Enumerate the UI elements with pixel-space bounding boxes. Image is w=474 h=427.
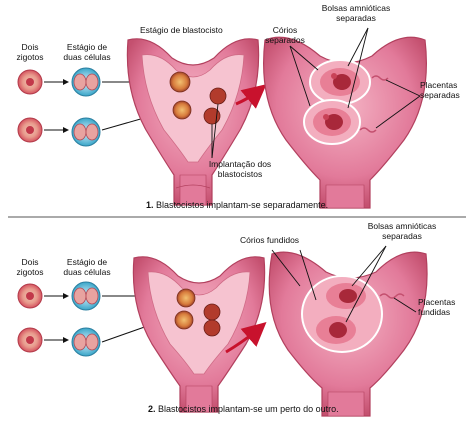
label-chorion-fused: Córios fundidos — [240, 235, 300, 245]
two-cell-embryo-bottom-1 — [71, 281, 101, 311]
placenta-top-1 — [371, 75, 389, 81]
caption-1: 1. Blastocistos implantam-se separadamen… — [146, 200, 329, 210]
pointer-amnion-3 — [351, 245, 387, 287]
pointer-placenta-1 — [385, 79, 421, 97]
zygote-top-1 — [17, 69, 43, 95]
progress-arrow-top — [235, 84, 267, 109]
blastocyst-bottom-2 — [174, 310, 194, 330]
chorion-top-2 — [303, 99, 361, 145]
blastocyst-top-2 — [172, 100, 192, 120]
chorion-top-1 — [309, 59, 371, 105]
progress-arrow-bottom — [225, 322, 267, 354]
fused-chorion — [301, 275, 383, 353]
pointer-fused-chorion-2 — [299, 249, 317, 301]
blastocyst-bottom-1 — [176, 288, 196, 308]
pointer-chorion-1 — [289, 45, 319, 71]
pointer-placenta-2 — [375, 95, 421, 129]
uterus-blastocyst-top — [126, 38, 260, 206]
pointer-amnion-4 — [345, 245, 387, 323]
caption-2: 2. Blastocistos implantam-se um perto do… — [148, 404, 339, 414]
two-cell-embryo-bottom-2 — [71, 327, 101, 357]
label-blastocyst-stage: Estágio de blastocisto — [140, 25, 223, 35]
two-cell-embryo-top-2 — [71, 117, 101, 147]
blastocyst-top-1 — [169, 71, 191, 93]
implanted-blastocyst-top-1 — [209, 87, 227, 105]
zygote-bottom-1 — [17, 283, 43, 309]
pointer-amnion-2 — [347, 27, 369, 109]
pointer-amnion-1 — [347, 27, 369, 67]
pointer-implant-1 — [211, 103, 219, 159]
two-cell-embryo-top-1 — [71, 67, 101, 97]
zygote-bottom-2 — [17, 327, 43, 353]
pointer-chorion-2 — [289, 45, 311, 107]
uterus-blastocyst-bottom — [132, 256, 266, 413]
placenta-top-2 — [359, 127, 377, 133]
implanted-blastocyst-bottom-1 — [203, 303, 221, 321]
pointer-placenta-fused — [393, 297, 417, 313]
zygote-top-2 — [17, 117, 43, 143]
pointer-fused-chorion-1 — [271, 249, 301, 287]
fused-placenta — [379, 293, 405, 299]
implanted-blastocyst-bottom-2 — [203, 319, 221, 337]
